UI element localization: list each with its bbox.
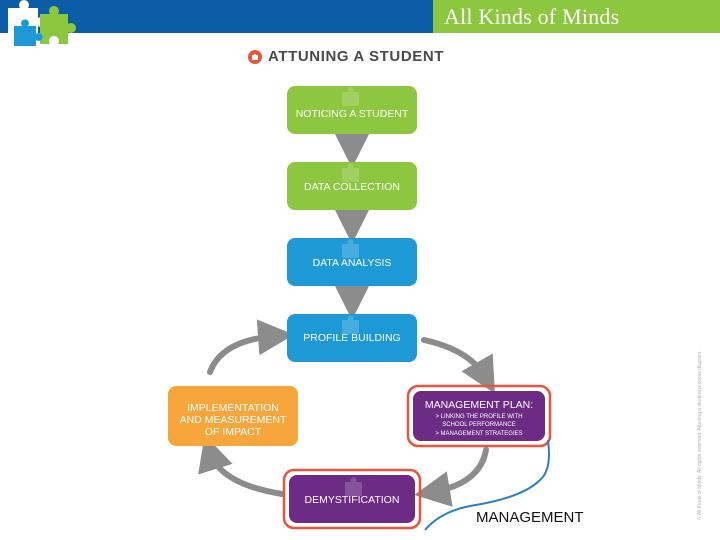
- step-implementation-label-line2: AND MEASUREMENT: [180, 414, 287, 426]
- demystification-highlight-frame: [282, 468, 422, 530]
- arrow-demystification-to-implementation: [198, 434, 285, 497]
- puzzle-watermark-icon: [342, 163, 359, 182]
- step-profile-building-label: PROFILE BUILDING: [303, 332, 400, 344]
- step-data-collection-box: [287, 162, 417, 210]
- arrow-profile-to-plan: [421, 337, 495, 394]
- annotation-bracket: [424, 439, 550, 531]
- puzzle-watermark-icon: [345, 477, 362, 496]
- step-implementation-label-line1: IMPLEMENTATION: [187, 402, 279, 414]
- page-title: ATTUNING A STUDENT: [268, 48, 445, 65]
- copyright-side-note: © All Kinds of Minds. All rights reserve…: [697, 350, 703, 520]
- management-plan-item-linking: > LINKING THE PROFILE WITH: [435, 414, 522, 420]
- management-plan-item-strategies: > MANAGEMENT STRATEGIES: [435, 431, 522, 437]
- puzzle-watermark-icon: [342, 239, 359, 258]
- step-demystification-label: DEMYSTIFICATION: [305, 494, 400, 506]
- step-management-plan-box: [413, 391, 545, 441]
- step-demystification-box: [289, 475, 415, 523]
- step-profile-building-box: [287, 314, 417, 362]
- plan-highlight-frame: [406, 384, 552, 448]
- step-implementation-box: [168, 386, 298, 446]
- step-data-analysis-box: [287, 238, 417, 286]
- step-data-collection-label: DATA COLLECTION: [304, 181, 400, 193]
- diagram-title: ATTUNING A STUDENT: [248, 48, 444, 65]
- management-annotation: MANAGEMENT: [476, 509, 584, 526]
- header-brand-bar: [433, 0, 720, 33]
- arrow-implementation-to-profile: [207, 319, 294, 375]
- puzzle-logo-icon: [8, 0, 76, 46]
- step-data-analysis-label: DATA ANALYSIS: [313, 257, 392, 269]
- puzzle-icon: [248, 49, 262, 64]
- brand-name: All Kinds of Minds: [444, 4, 620, 29]
- management-plan-item-linking-cont: SCHOOL PERFORMANCE: [442, 422, 515, 428]
- step-noticing-label: NOTICING A STUDENT: [296, 108, 409, 120]
- step-noticing-box: [287, 86, 417, 134]
- arrow-plan-to-demystification: [414, 447, 489, 507]
- step-implementation-label-line3: OF IMPACT: [205, 426, 262, 438]
- puzzle-watermark-icon: [342, 315, 359, 334]
- puzzle-watermark-icon: [342, 87, 359, 106]
- step-management-plan-title: MANAGEMENT PLAN:: [425, 399, 533, 411]
